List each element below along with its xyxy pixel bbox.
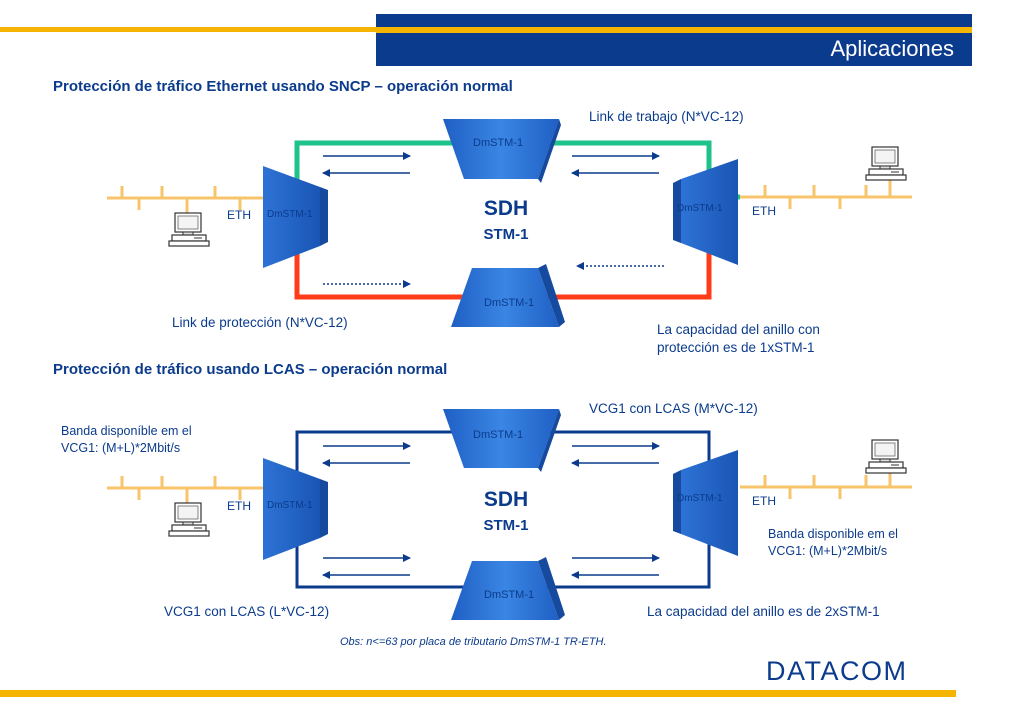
- diagram2-band-right-line1: Banda disponible em el: [768, 527, 898, 541]
- diagram2-node-top-label: DmSTM-1: [473, 429, 524, 441]
- diagram1-eth-right-label: ETH: [752, 204, 776, 218]
- diagram2-node-right-label: DmSTM-1: [677, 493, 723, 504]
- diagram1-eth-left-label: ETH: [227, 208, 251, 222]
- datacom-logo: DATACOM: [766, 656, 908, 686]
- diagram1-capacity-line1: La capacidad del anillo con: [657, 322, 820, 337]
- diagram2-eth-right-label: ETH: [752, 494, 776, 508]
- diagram2-band-right-line2: VCG1: (M+L)*2Mbit/s: [768, 544, 888, 558]
- diagram1-node-left-label: DmSTM-1: [267, 209, 313, 220]
- top-gold-stripe: [0, 27, 378, 32]
- diagram2-node-left-label: DmSTM-1: [267, 500, 313, 511]
- diagram2-node-left: [263, 458, 328, 560]
- diagram2-ethernet-left: [107, 476, 265, 500]
- diagram1-node-left: [263, 166, 328, 268]
- diagram2-traffic-arrows: [322, 442, 660, 579]
- diagram1-node-top-label: DmSTM-1: [473, 137, 524, 149]
- diagram1-node-right: [673, 159, 738, 265]
- diagram2-computer-left: [168, 500, 210, 537]
- slide-title: Aplicaciones: [830, 36, 954, 61]
- diagram1-computer-right: [865, 146, 907, 181]
- diagram2-eth-left-label: ETH: [227, 499, 251, 513]
- diagram1-ethernet-left: [107, 186, 265, 210]
- diagram2-node-bottom-label: DmSTM-1: [484, 589, 535, 601]
- diagram1-traffic-arrows: [322, 152, 664, 288]
- diagram2-vcg-bottom-label: VCG1 con LCAS (L*VC-12): [164, 604, 330, 619]
- diagram1-working-link-label: Link de trabajo (N*VC-12): [589, 109, 744, 124]
- diagram2-vcg-top-label: VCG1 con LCAS (M*VC-12): [589, 401, 758, 416]
- diagram1-node-right-label: DmSTM-1: [677, 203, 723, 214]
- diagram1-node-bottom: [451, 264, 565, 327]
- diagram2-node-right: [673, 450, 738, 556]
- title-bar: Aplicaciones: [376, 14, 972, 66]
- diagram2-node-top: [443, 409, 561, 472]
- diagram1-protection-link-label: Link de protección (N*VC-12): [172, 315, 348, 330]
- footnote: Obs: n<=63 por placa de tributario DmSTM…: [340, 636, 607, 648]
- diagram2-node-bottom: [451, 557, 565, 620]
- bottom-gold-stripe: [0, 690, 956, 697]
- diagram2-heading: Protección de tráfico usando LCAS – oper…: [53, 361, 448, 378]
- diagram1-heading: Protección de tráfico Ethernet usando SN…: [53, 78, 513, 95]
- diagram2-capacity-label: La capacidad del anillo es de 2xSTM-1: [647, 604, 880, 619]
- diagram2-sdh-label: SDH: [483, 488, 529, 511]
- diagram2-ethernet-right: [740, 470, 912, 499]
- diagram1-computer-left: [168, 210, 210, 247]
- diagram2-band-left-line1: Banda disponíble em el: [61, 424, 192, 438]
- diagram2-computer-right: [865, 439, 907, 474]
- diagram2-band-left-line2: VCG1: (M+L)*2Mbit/s: [61, 441, 181, 455]
- diagram1-stm-label: STM-1: [483, 226, 529, 243]
- diagram1-node-bottom-label: DmSTM-1: [484, 297, 535, 309]
- diagram1-capacity-line2: protección es de 1xSTM-1: [657, 340, 815, 355]
- title-bar-gold-stripe: [376, 27, 972, 33]
- diagram1-sdh-label: SDH: [483, 197, 529, 220]
- diagram1-node-top: [443, 119, 561, 183]
- diagram2-stm-label: STM-1: [483, 517, 529, 534]
